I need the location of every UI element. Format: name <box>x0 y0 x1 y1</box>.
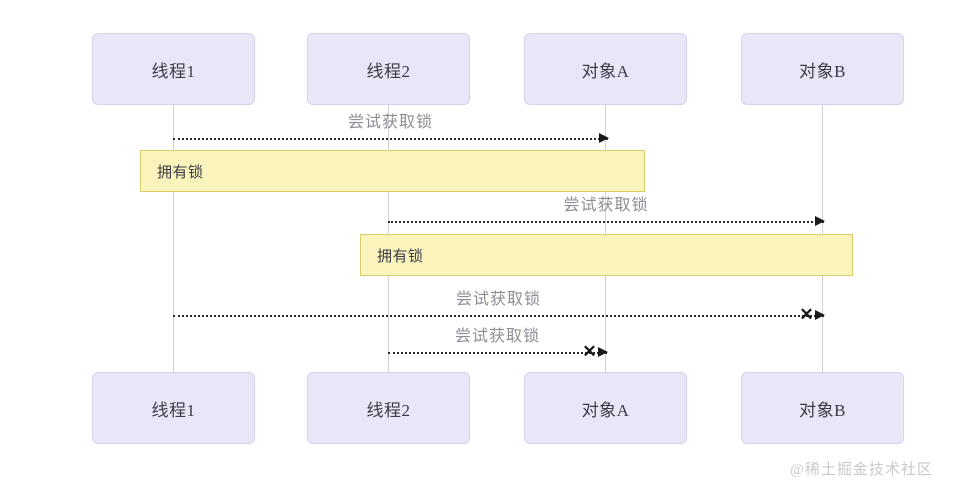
note-label: 拥有锁 <box>157 164 204 181</box>
participant-label: 线程1 <box>151 400 196 420</box>
message-line <box>388 352 607 354</box>
participant-footer-objectA[interactable]: 对象A <box>524 372 687 444</box>
participant-header-thread1[interactable]: 线程1 <box>92 33 255 105</box>
participant-label: 对象A <box>581 400 630 420</box>
message-line <box>388 221 824 223</box>
arrowhead-icon <box>598 347 608 357</box>
participant-header-objectB[interactable]: 对象B <box>741 33 904 105</box>
note-n1[interactable]: 拥有锁 <box>140 150 645 192</box>
message-label: 尝试获取锁 <box>454 328 540 345</box>
note-n2[interactable]: 拥有锁 <box>360 234 853 276</box>
watermark: @稀土掘金技术社区 <box>790 462 933 478</box>
participant-footer-thread2[interactable]: 线程2 <box>307 372 470 444</box>
participant-label: 对象B <box>799 400 846 420</box>
message-line <box>173 138 608 140</box>
arrowhead-icon <box>599 133 609 143</box>
arrowhead-icon <box>815 216 825 226</box>
blocked-x-icon: ✕ <box>799 305 814 324</box>
participant-footer-objectB[interactable]: 对象B <box>741 372 904 444</box>
message-label: 尝试获取锁 <box>347 114 433 131</box>
participant-label: 对象B <box>799 61 846 81</box>
participant-footer-thread1[interactable]: 线程1 <box>92 372 255 444</box>
message-line <box>173 315 824 317</box>
message-label: 尝试获取锁 <box>563 197 649 214</box>
lifeline-thread1 <box>173 105 174 372</box>
participant-label: 线程2 <box>366 400 411 420</box>
participant-header-objectA[interactable]: 对象A <box>524 33 687 105</box>
arrowhead-icon <box>815 310 825 320</box>
message-label: 尝试获取锁 <box>455 291 541 308</box>
participant-header-thread2[interactable]: 线程2 <box>307 33 470 105</box>
blocked-x-icon: ✕ <box>582 342 597 361</box>
participant-label: 线程1 <box>151 61 196 81</box>
participant-label: 对象A <box>581 61 630 81</box>
note-label: 拥有锁 <box>377 248 424 265</box>
participant-label: 线程2 <box>366 61 411 81</box>
